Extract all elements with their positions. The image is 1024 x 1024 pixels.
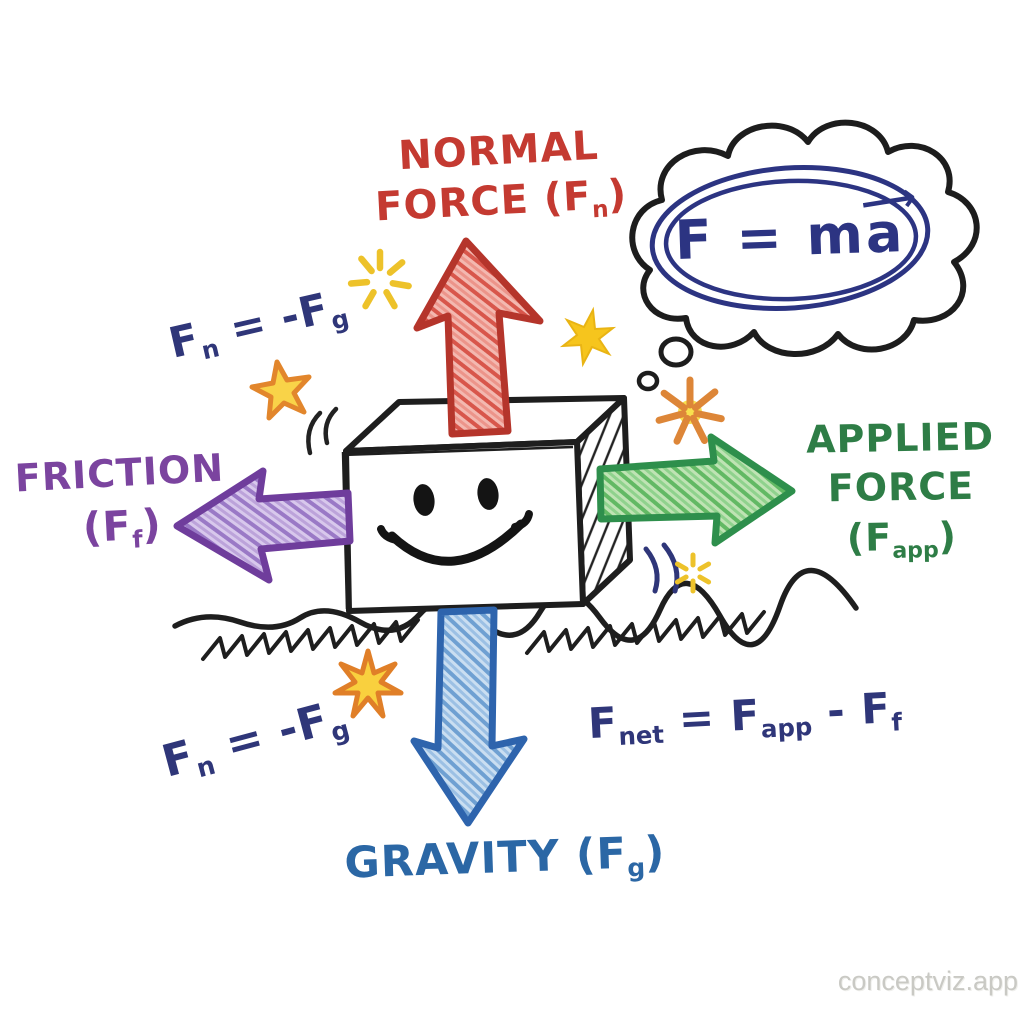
ground-line (172, 567, 859, 661)
left-eye (413, 484, 435, 516)
fnet-sub3: f (890, 707, 903, 737)
fnet-f1: F (586, 697, 620, 749)
box-sketch-line (341, 445, 574, 457)
fnet-sub2: app (760, 711, 813, 744)
gravity-arrow (410, 606, 528, 827)
gravity-label: GRAVITY (Fg) (339, 826, 671, 894)
five-point-star-icon (249, 359, 312, 421)
normal-force-arrow (413, 237, 544, 438)
applied-paren: ) (938, 513, 958, 559)
friction-paren: ) (140, 500, 163, 550)
sparkle-star-icon (347, 248, 412, 310)
friction-line2: (Ff) (14, 494, 231, 563)
formula-ellipse-inner (663, 178, 919, 302)
friction-label: FRICTION (Ff) (11, 442, 230, 562)
normal-force-paren: ) (606, 170, 629, 218)
friction-symbol: (F (81, 501, 133, 553)
gravity-subscript: g (626, 852, 646, 883)
smile-left-flick (377, 525, 400, 544)
applied-line1: APPLIED (805, 414, 995, 462)
gravity-paren: ) (643, 827, 667, 879)
fma-vector-a: a⟶ (857, 174, 919, 268)
applied-force-label: APPLIED FORCE (Fapp) (785, 412, 1018, 568)
seven-point-star-icon (332, 648, 404, 719)
right-eye (477, 478, 499, 510)
gravity-line: GRAVITY (Fg) (339, 826, 671, 894)
fma-formula: F = ma⟶ (663, 174, 920, 276)
gravity-symbol: GRAVITY (F (343, 828, 628, 889)
applied-line2: FORCE (827, 464, 975, 511)
fnet-mid2: - F (810, 683, 893, 737)
ground-hatch-left (201, 618, 420, 661)
friction-arrow (173, 467, 354, 584)
normal-force-symbol: FORCE (F (374, 172, 593, 231)
bubble-tail-small (636, 370, 660, 392)
vector-arrow-icon: ⟶ (857, 174, 920, 228)
fnet-sub1: net (617, 719, 665, 752)
motion-marks-bottom-right (643, 542, 680, 594)
small-sparkle-star-icon (674, 552, 712, 594)
applied-line3: (Fapp) (786, 511, 1017, 568)
smiley-face-icon (377, 478, 533, 566)
formula-ellipse-outer (649, 165, 931, 311)
watermark: conceptviz.app (818, 966, 1018, 997)
applied-force-arrow (596, 433, 796, 547)
smile (387, 519, 526, 566)
smile-right-flick (511, 510, 533, 531)
normal-force-subscript: n (591, 195, 610, 223)
eq-top-f1: F (164, 313, 205, 368)
bubble-tail-large (658, 336, 694, 368)
fma-pre: F = m (673, 202, 867, 273)
motion-marks-top-left (306, 406, 339, 456)
burst-star-icon (655, 376, 725, 445)
six-point-star-icon (559, 306, 617, 368)
ground-hatch-right (525, 610, 766, 655)
watermark-text: conceptviz.app (837, 966, 1018, 996)
fnet-mid1: = F (661, 690, 762, 745)
thought-bubble (629, 119, 980, 392)
applied-symbol: (F (846, 514, 893, 560)
applied-subscript: app (892, 537, 939, 564)
normal-force-label: NORMAL FORCE (Fn) (353, 119, 648, 237)
box-front-face (343, 439, 586, 614)
